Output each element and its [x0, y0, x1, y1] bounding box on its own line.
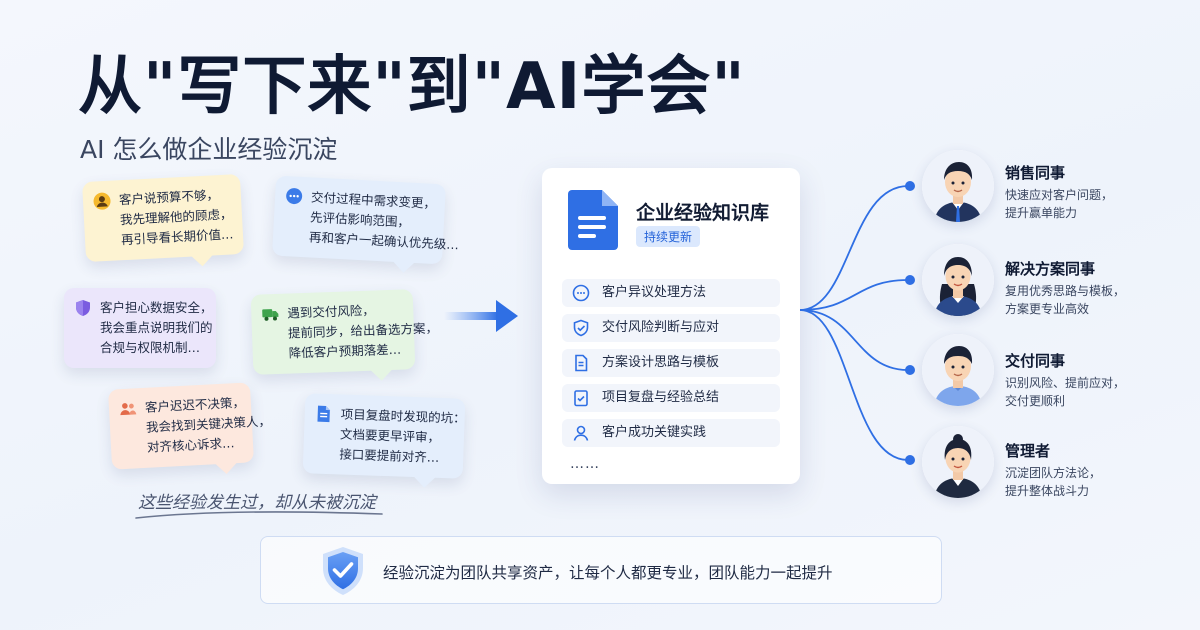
note-line: 我会重点说明我们的: [100, 320, 213, 335]
chat-bubble-icon: [572, 284, 590, 302]
experience-note: 客户担心数据安全， 我会重点说明我们的 合规与权限机制…: [64, 288, 216, 368]
footer-banner: 经验沉淀为团队共享资产，让每个人都更专业，团队能力一起提升: [260, 536, 942, 604]
knowledge-item-label: 方案设计思路与模板: [602, 355, 720, 370]
person-icon: [922, 334, 994, 406]
note-line: 再引导看长期价值…: [120, 226, 234, 248]
role-name: 管理者: [1005, 442, 1051, 460]
avatar: [922, 150, 994, 222]
person-icon: [922, 426, 994, 498]
document-icon: [575, 354, 588, 372]
knowledge-item-label: 交付风险判断与应对: [602, 320, 720, 335]
shield-check-icon: [323, 547, 363, 595]
knowledge-item: 方案设计思路与模板: [562, 349, 780, 377]
role-description: 沉淀团队方法论， 提升整体战斗力: [1005, 464, 1101, 500]
experience-note: 遇到交付风险， 提前同步，给出备选方案， 降低客户预期落差…: [250, 289, 438, 381]
user-icon: [573, 425, 589, 441]
note-line: 接口要提前对齐…: [339, 446, 440, 465]
underline-stroke: [135, 511, 383, 519]
role-desc-line: 识别风险、提前应对，: [1005, 376, 1126, 390]
role-desc-line: 快速应对客户问题，: [1005, 188, 1114, 202]
knowledge-item: 客户成功关键实践: [562, 419, 780, 447]
role-desc-line: 沉淀团队方法论，: [1005, 466, 1102, 480]
avatar: [922, 244, 994, 316]
truck-icon: [262, 309, 279, 321]
knowledge-item-label: 客户成功关键实践: [602, 425, 707, 440]
user-icon: [93, 192, 111, 210]
checklist-icon: [574, 390, 588, 407]
document-icon: [568, 190, 618, 250]
arrow-right-icon: [444, 300, 518, 332]
role-desc-line: 方案更专业高效: [1005, 302, 1090, 316]
avatar: [922, 334, 994, 406]
branch-connectors: [800, 181, 915, 465]
role-desc-line: 复用优秀思路与模板，: [1005, 284, 1126, 298]
page-subtitle: AI 怎么做企业经验沉淀: [80, 135, 338, 164]
experience-note: 交付过程中需求变更， 先评估影响范围， 再和客户一起确认优先级…: [272, 175, 459, 273]
chat-bubble-icon: [286, 188, 303, 205]
more-indicator: ……: [570, 456, 600, 472]
experience-note: 客户说预算不够， 我先理解他的顾虑， 再引导看长期价值…: [82, 173, 244, 267]
person-icon: [922, 244, 994, 316]
knowledge-base-card: 企业经验知识库 持续更新 客户异议处理方法 交付风险判断与应对 方案设计思路与模…: [542, 168, 800, 484]
role-name: 销售同事: [1005, 164, 1066, 182]
role-description: 快速应对客户问题， 提升赢单能力: [1005, 186, 1113, 222]
experience-note: 项目复盘时发现的坑： 文档要更早评审， 接口要提前对齐…: [302, 393, 466, 488]
experience-note: 客户迟迟不决策， 我会找到关键决策人， 对齐核心诉求…: [108, 382, 271, 474]
status-badge: 持续更新: [636, 226, 701, 247]
person-icon: [922, 150, 994, 222]
page-title: 从"写下来"到"AI学会": [78, 50, 746, 124]
role-description: 复用优秀思路与模板， 方案更专业高效: [1005, 282, 1125, 318]
role-desc-line: 提升整体战斗力: [1005, 484, 1090, 498]
knowledge-item: 交付风险判断与应对: [562, 314, 780, 342]
knowledge-item-label: 项目复盘与经验总结: [602, 390, 720, 405]
role-description: 识别风险、提前应对， 交付更顺利: [1005, 374, 1125, 410]
knowledge-item: 项目复盘与经验总结: [562, 384, 780, 412]
note-line: 客户担心数据安全，: [100, 300, 213, 315]
document-icon: [317, 405, 330, 423]
knowledge-base-title: 企业经验知识库: [636, 202, 770, 224]
note-line: 合规与权限机制…: [100, 340, 201, 355]
knowledge-item-label: 客户异议处理方法: [602, 285, 707, 300]
role-desc-line: 提升赢单能力: [1005, 206, 1078, 220]
role-name: 解决方案同事: [1005, 260, 1096, 278]
shield-check-icon: [573, 319, 589, 337]
role-name: 交付同事: [1005, 352, 1066, 370]
note-line: 降低客户预期落差…: [288, 341, 402, 361]
shield-icon: [76, 300, 90, 316]
role-desc-line: 交付更顺利: [1005, 394, 1066, 408]
people-icon: [120, 403, 137, 416]
avatar: [922, 426, 994, 498]
handwritten-note: 这些经验发生过，却从未被沉淀: [138, 493, 376, 513]
knowledge-item: 客户异议处理方法: [562, 279, 780, 307]
footer-text: 经验沉淀为团队共享资产，让每个人都更专业，团队能力一起提升: [383, 564, 833, 582]
